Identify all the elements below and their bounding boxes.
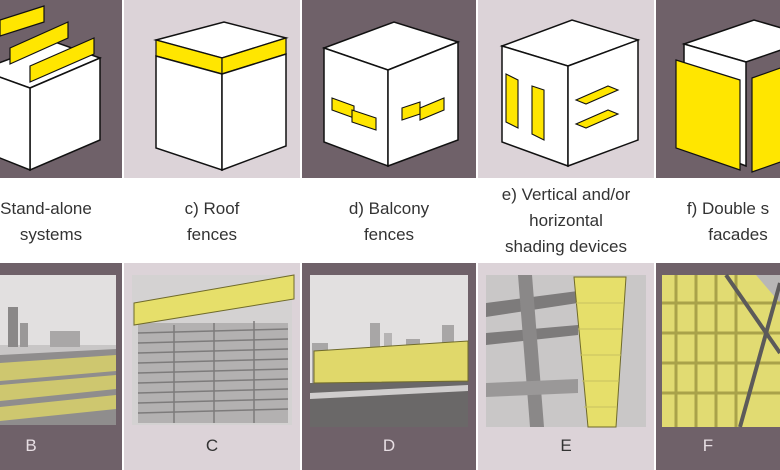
diagram-panel-e bbox=[478, 0, 654, 178]
caption-f-line-2: facades bbox=[708, 225, 768, 244]
photo-panel-f: F bbox=[656, 263, 780, 470]
label-d: D bbox=[382, 436, 396, 455]
caption-b-line-2: systems bbox=[19, 225, 83, 244]
photo-panel-c: C bbox=[124, 263, 300, 470]
label-f: F bbox=[702, 436, 714, 455]
label-e: E bbox=[560, 436, 572, 455]
shading-device-cube bbox=[499, 19, 641, 168]
diagram-panel-b bbox=[0, 0, 122, 178]
balcony-fence-cube bbox=[321, 21, 461, 168]
label-c: C bbox=[205, 436, 219, 455]
caption-c-line-1: c) Roof bbox=[184, 199, 240, 218]
stand-alone-photo bbox=[0, 275, 116, 425]
caption-b-line-1: Stand-alone bbox=[0, 199, 92, 218]
diagram-panel-f bbox=[656, 0, 780, 178]
roof-fence-cube bbox=[153, 21, 289, 172]
caption-d: d) Balcony fences bbox=[302, 178, 476, 263]
photo-panel-d: D bbox=[302, 263, 476, 470]
caption-e-line-2: horizontal bbox=[529, 211, 603, 230]
caption-b: Stand-alone systems bbox=[0, 178, 122, 263]
diagram-panel-d bbox=[302, 0, 476, 178]
double-skin-cube bbox=[675, 19, 780, 173]
caption-e-line-3: shading devices bbox=[505, 237, 627, 256]
caption-f-line-1: f) Double s bbox=[686, 199, 770, 218]
stand-alone-cube bbox=[0, 5, 103, 172]
label-b: B bbox=[25, 436, 37, 455]
caption-d-line-2: fences bbox=[363, 225, 415, 244]
balcony-fence-photo bbox=[310, 275, 469, 427]
photo-panel-e: E bbox=[478, 263, 654, 470]
shading-device-photo bbox=[486, 275, 646, 428]
caption-d-line-1: d) Balcony bbox=[348, 199, 430, 218]
double-skin-photo bbox=[662, 273, 780, 428]
photo-panel-b: B bbox=[0, 263, 122, 470]
caption-f: f) Double s facades bbox=[656, 178, 780, 263]
roof-fence-photo bbox=[132, 274, 295, 425]
caption-e: e) Vertical and/or horizontal shading de… bbox=[478, 178, 654, 263]
caption-c: c) Roof fences bbox=[124, 178, 300, 263]
caption-c-line-2: fences bbox=[186, 225, 238, 244]
caption-e-line-1: e) Vertical and/or bbox=[501, 185, 631, 204]
diagram-panel-c bbox=[124, 0, 300, 178]
